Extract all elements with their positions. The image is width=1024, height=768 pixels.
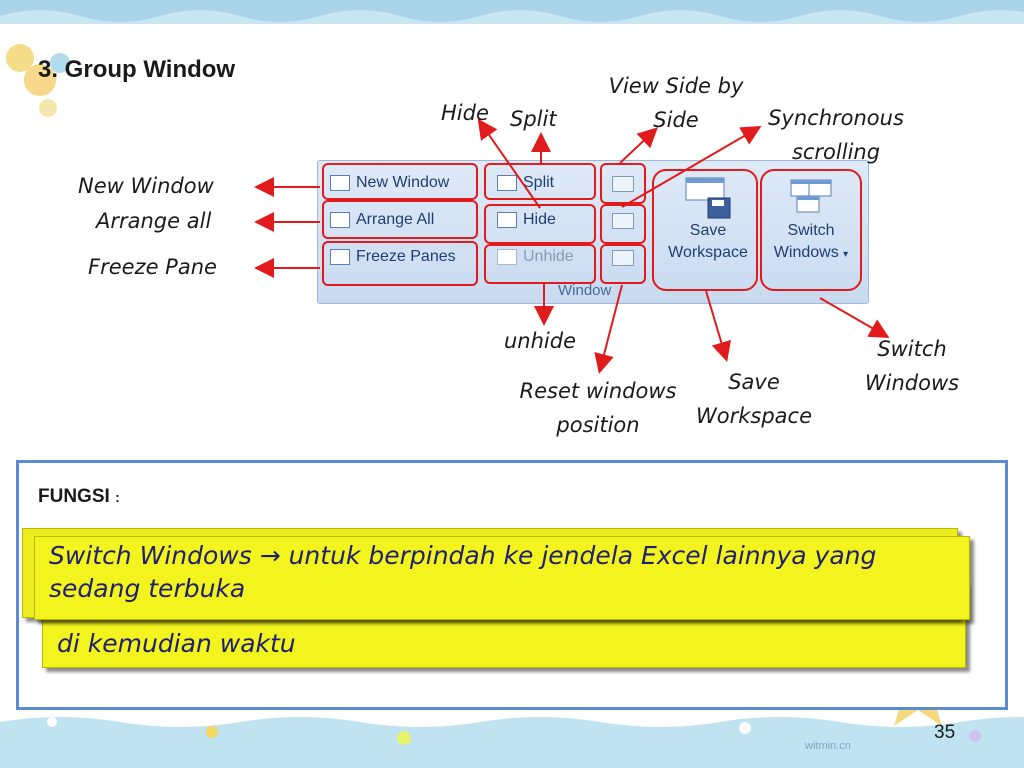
fungsi-heading-text: FUNGSI [38,486,110,507]
watermark-text: witmin.cn [805,740,851,752]
new-window-button[interactable]: New Window [330,174,449,192]
freeze-panes-button[interactable]: Freeze Panes [330,248,456,266]
save-workspace-icon [682,176,734,220]
switch-windows-button[interactable]: Switch Windows ▾ [762,170,860,286]
callout-synchronous-scrolling: Synchronous scrolling [754,102,918,169]
note-card-front: Switch Windows → untuk berpindah ke jend… [34,536,970,620]
ribbon-group-label: Window [558,282,612,299]
switch-windows-label-line1: Switch [787,222,835,239]
highlight-switch-windows [760,169,862,291]
save-workspace-label-line1: Save [689,222,727,239]
switch-windows-label-line2: Windows ▾ [762,242,860,264]
unhide-label: Unhide [523,248,574,265]
slide-title: 3. Group Window [38,56,236,83]
arrange-all-button[interactable]: Arrange All [330,211,434,229]
freeze-panes-label: Freeze Panes [356,248,456,265]
freeze-panes-icon [330,249,350,265]
callout-save-line2: Workspace [695,403,812,428]
save-workspace-button[interactable]: Save Workspace [660,170,756,286]
highlight-hide [484,204,596,244]
note-front-text: Switch Windows → untuk berpindah ke jend… [49,541,877,603]
unhide-icon [497,249,517,265]
fungsi-heading: FUNGSI : [38,486,120,508]
save-workspace-label-line2: Workspace [668,243,748,261]
callout-split: Split [510,107,557,131]
callout-synchronous-line2: scrolling [791,139,881,164]
callout-new-window: New Window [78,174,214,198]
callout-hide: Hide [441,101,489,125]
callout-reset-windows-position: Reset windows position [502,375,694,442]
callout-switch-line2: Windows [864,370,960,395]
callout-save-workspace: Save Workspace [684,366,824,433]
highlight-arrange-all [322,200,478,239]
fungsi-heading-colon: : [115,489,120,505]
bottom-decorative-border [0,712,1024,768]
dropdown-arrow-icon: ▾ [843,248,849,260]
callout-save-line1: Save [728,370,780,394]
callout-freeze-pane: Freeze Pane [88,255,217,279]
unhide-button[interactable]: Unhide [497,248,574,266]
callout-switch-windows: Switch Windows [852,333,972,400]
highlight-view-side-by-side [600,163,646,204]
callout-view-side-by-side-line2: Side [653,107,699,132]
highlight-save-workspace [652,169,758,291]
callout-reset-line2: position [556,412,640,437]
new-window-label: New Window [356,174,450,191]
callout-view-side-by-side-line1: View Side by [608,74,744,98]
top-decorative-border [0,0,1024,24]
switch-windows-icon [785,176,837,220]
note-back-text: di kemudian waktu [57,629,296,658]
reset-window-position-button[interactable] [612,250,634,266]
view-side-by-side-button[interactable] [612,176,634,192]
arrange-all-label: Arrange All [356,211,435,228]
hide-icon [497,212,517,228]
highlight-unhide [484,244,596,284]
highlight-new-window [322,163,478,200]
highlight-synchronous-scrolling [600,204,646,244]
flower-decoration-icon [0,18,80,128]
arrange-all-icon [330,212,350,228]
page-number: 35 [934,722,956,743]
callout-reset-line1: Reset windows [519,379,677,403]
split-button[interactable]: Split [497,174,554,192]
hide-button[interactable]: Hide [497,211,556,229]
callout-arrange-all: Arrange all [96,209,212,233]
callout-unhide: unhide [504,329,577,353]
hide-label: Hide [523,211,556,228]
switch-windows-label-text: Windows [773,243,839,261]
callout-synchronous-line1: Synchronous [768,106,904,130]
highlight-freeze-panes [322,241,478,286]
callout-switch-line1: Switch [877,337,947,361]
new-window-icon [330,175,350,191]
highlight-split [484,163,596,200]
split-icon [497,175,517,191]
split-label: Split [523,174,555,191]
highlight-reset-position [600,244,646,284]
synchronous-scrolling-button[interactable] [612,213,634,229]
callout-view-side-by-side: View Side by Side [596,70,756,137]
